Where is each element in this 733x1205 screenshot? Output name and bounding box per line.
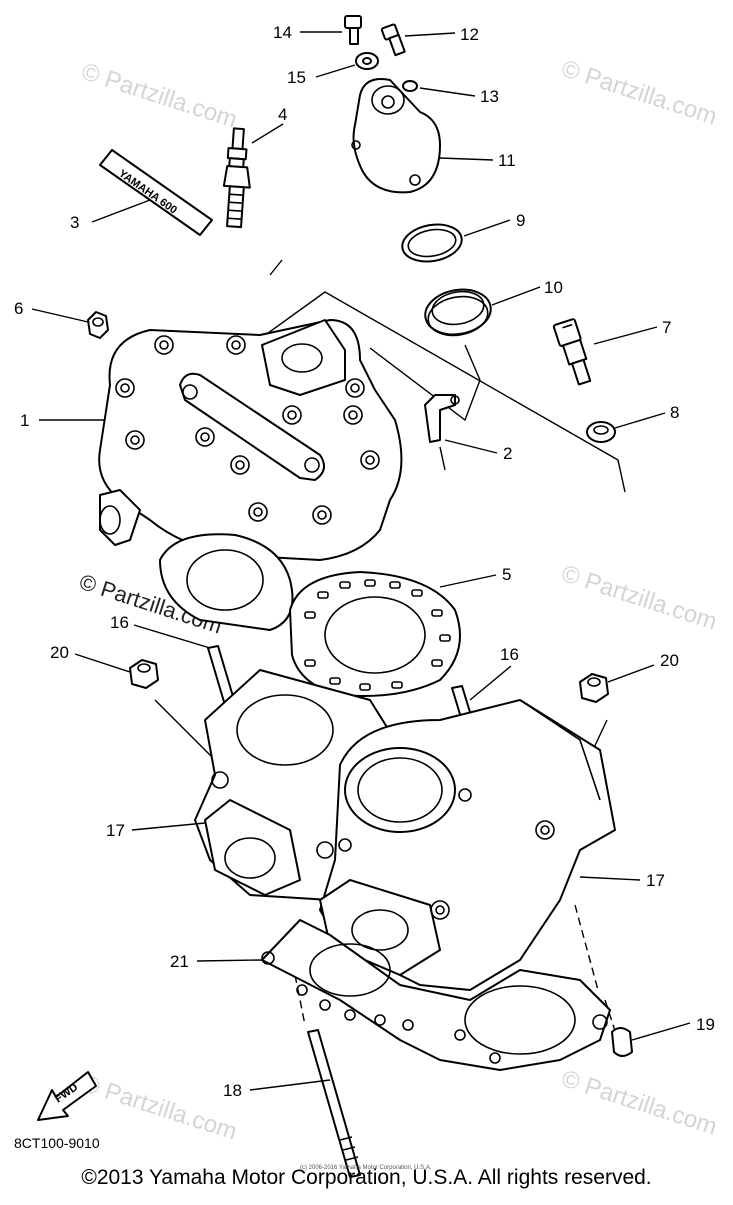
label-plate-3: YAMAHA 600 [99,149,213,236]
thermostat-cover-11 [351,78,441,194]
callout: 19 [696,1015,715,1034]
callout: 16 [110,613,129,632]
fitting-2 [424,394,460,443]
callout: 12 [460,25,479,44]
watermark: © Partzilla.com [558,1065,720,1141]
tiny-copyright: (c) 2006-2016 Yamaha Motor Corporation, … [300,1165,432,1171]
watermark: © Partzilla.com [78,58,240,134]
nut-20-left [129,659,159,689]
callout: 9 [516,211,525,230]
watermark: © Partzilla.com [78,1070,240,1146]
dowel-19 [611,1027,633,1057]
leader-lines [31,31,691,1091]
sensor-7 [552,318,592,386]
copyright-notice: ©2013 Yamaha Motor Corporation, U.S.A. A… [81,1166,652,1189]
nut-6 [87,311,109,339]
o-ring-13 [402,80,418,92]
callout: 16 [500,645,519,664]
callout: 13 [480,87,499,106]
o-ring-9 [401,223,463,263]
callout: 20 [50,643,69,662]
callout: 18 [223,1081,242,1100]
callout: 7 [662,318,671,337]
part-code: 8CT100-9010 [14,1135,100,1151]
nut-20-right [579,673,609,703]
callout: 20 [660,651,679,670]
callouts: 14 12 15 13 4 11 9 3 10 6 7 1 8 2 5 16 2… [14,23,715,1100]
bolt-12 [380,23,406,57]
callout: 6 [14,299,23,318]
callout: 5 [502,565,511,584]
cylinder-head-1 [98,319,403,561]
callout: 11 [498,151,516,170]
base-gasket-21 [261,919,611,1071]
watermark: © Partzilla.com [558,560,720,636]
callout: 10 [544,278,563,297]
callout: 8 [670,403,679,422]
callout: 3 [70,213,79,232]
bolt-14 [344,15,362,45]
callout: 17 [646,871,665,890]
callout: 21 [170,952,189,971]
callout: 1 [20,411,29,430]
stud-18 [307,1029,361,1178]
callout: 4 [278,105,287,124]
watermark: © Partzilla.com [558,55,720,131]
washer-8 [586,421,616,443]
callout: 17 [106,821,125,840]
spark-plug-4 [222,127,251,229]
cylinder-17-right [319,699,616,991]
callout: 14 [273,23,292,42]
washer-15 [355,52,379,70]
seal-10 [424,288,492,337]
head-gasket-5 [159,533,461,697]
callout: 2 [503,444,512,463]
callout: 15 [287,68,306,87]
